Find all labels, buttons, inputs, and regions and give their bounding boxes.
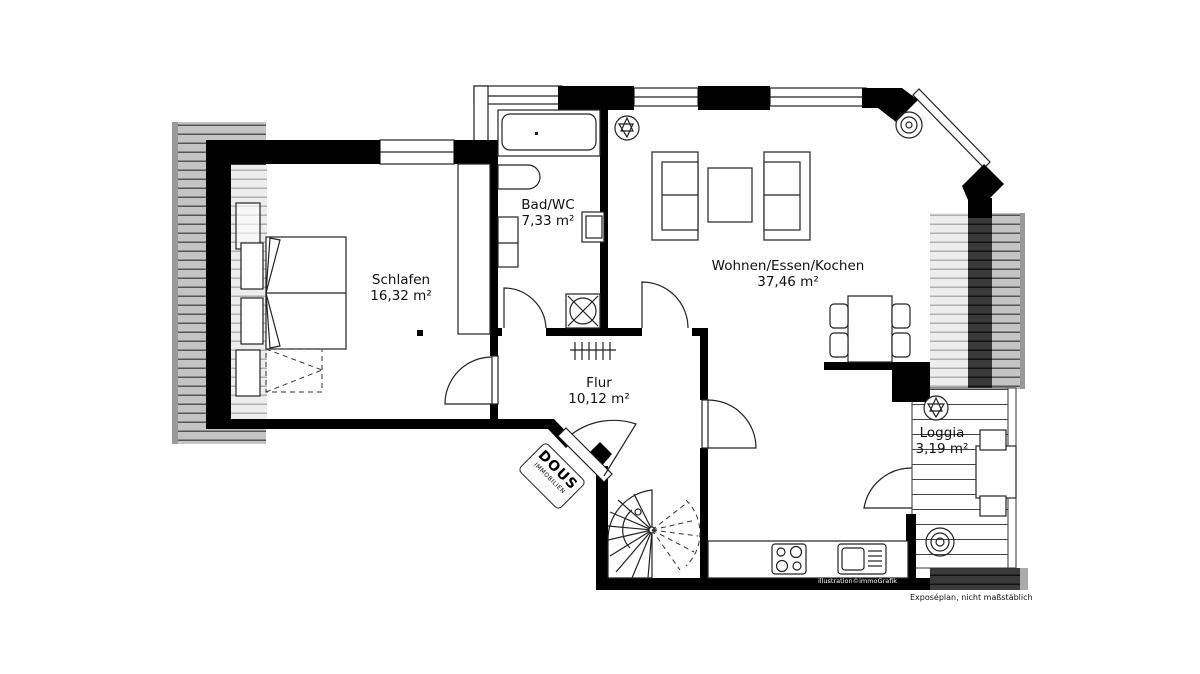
- kitchen-counter: [707, 540, 909, 579]
- room-name: Bad/WC: [521, 197, 575, 213]
- chimney-marker: [417, 330, 423, 336]
- bedroom-door: [444, 355, 499, 405]
- room-name: Loggia: [919, 425, 965, 441]
- wardrobe: [457, 163, 491, 335]
- illustration-credit: illustration©immoGrafik: [818, 577, 898, 585]
- entrance-door: [557, 419, 637, 483]
- room-label-wohnen: Wohnen/Essen/Kochen 37,46 m²: [712, 258, 865, 290]
- room-label-schlafen: Schlafen 16,32 m²: [370, 272, 432, 304]
- bed: [235, 202, 347, 397]
- succulent-icon: [895, 111, 955, 557]
- room-area: 3,19 m²: [915, 441, 969, 457]
- loggia-door: [863, 467, 913, 509]
- room-area: 10,12 m²: [568, 391, 630, 407]
- loggia-table: [975, 429, 1017, 517]
- room-area: 16,32 m²: [370, 288, 432, 304]
- room-name: Wohnen/Essen/Kochen: [711, 258, 865, 274]
- spiral-staircase: [607, 489, 701, 579]
- room-label-bad: Bad/WC 7,33 m²: [521, 197, 574, 229]
- plant-icon: [614, 115, 949, 421]
- dining-table: [829, 295, 911, 363]
- room-label-flur: Flur 10,12 m²: [568, 375, 630, 407]
- sofa-set: [651, 151, 811, 241]
- windows: [379, 85, 991, 169]
- room-area: 37,46 m²: [757, 274, 819, 290]
- room-name: Flur: [586, 375, 612, 391]
- room-area: 7,33 m²: [521, 213, 575, 229]
- flur-right-door: [701, 399, 757, 449]
- room-label-loggia: Loggia 3,19 m²: [916, 425, 969, 457]
- room-name: Schlafen: [371, 272, 431, 288]
- right-roof-terrace: [930, 213, 1028, 590]
- bathroom-fixtures: [497, 109, 605, 329]
- plan-footnote: Exposéplan, nicht maßstäblich: [910, 593, 1033, 602]
- living-door: [641, 281, 689, 329]
- stair-rail-marks: [570, 342, 616, 360]
